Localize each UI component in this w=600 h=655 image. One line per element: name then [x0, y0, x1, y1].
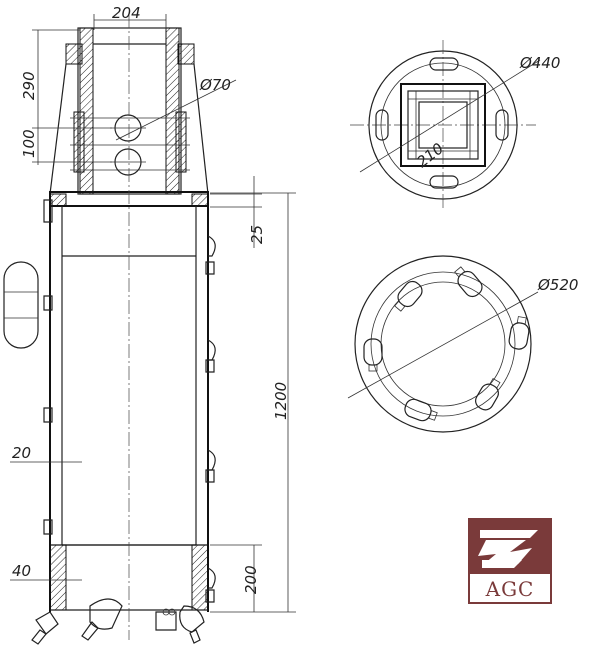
top-view: Ø440 210 [350, 40, 560, 210]
side-capsule [3, 261, 39, 349]
dim-hole-spacing: 100 [20, 129, 38, 158]
logo-emblem [478, 530, 538, 568]
side-elevation: 204 290 100 Ø70 25 1200 20 40 200 [3, 4, 296, 645]
dim-top-plate: 25 [248, 225, 266, 244]
agc-logo: AGC [468, 518, 552, 604]
dim-top-height: 290 [20, 71, 38, 100]
cutting-teeth [363, 266, 530, 422]
dim-top-width: 204 [112, 4, 141, 22]
dim-bottom-view-diameter: Ø520 [537, 276, 578, 294]
dim-bottom-band: 200 [242, 565, 260, 594]
dim-top-view-diameter: Ø440 [519, 54, 560, 72]
dim-barrel-length: 1200 [272, 382, 290, 420]
dim-lower-wall: 40 [12, 562, 31, 580]
dim-wall-thickness: 20 [12, 444, 31, 462]
dim-hole-diameter: Ø70 [199, 76, 231, 94]
logo-text: AGC [485, 577, 535, 601]
bottom-view: Ø520 [347, 255, 578, 433]
bottom-teeth [31, 598, 205, 645]
